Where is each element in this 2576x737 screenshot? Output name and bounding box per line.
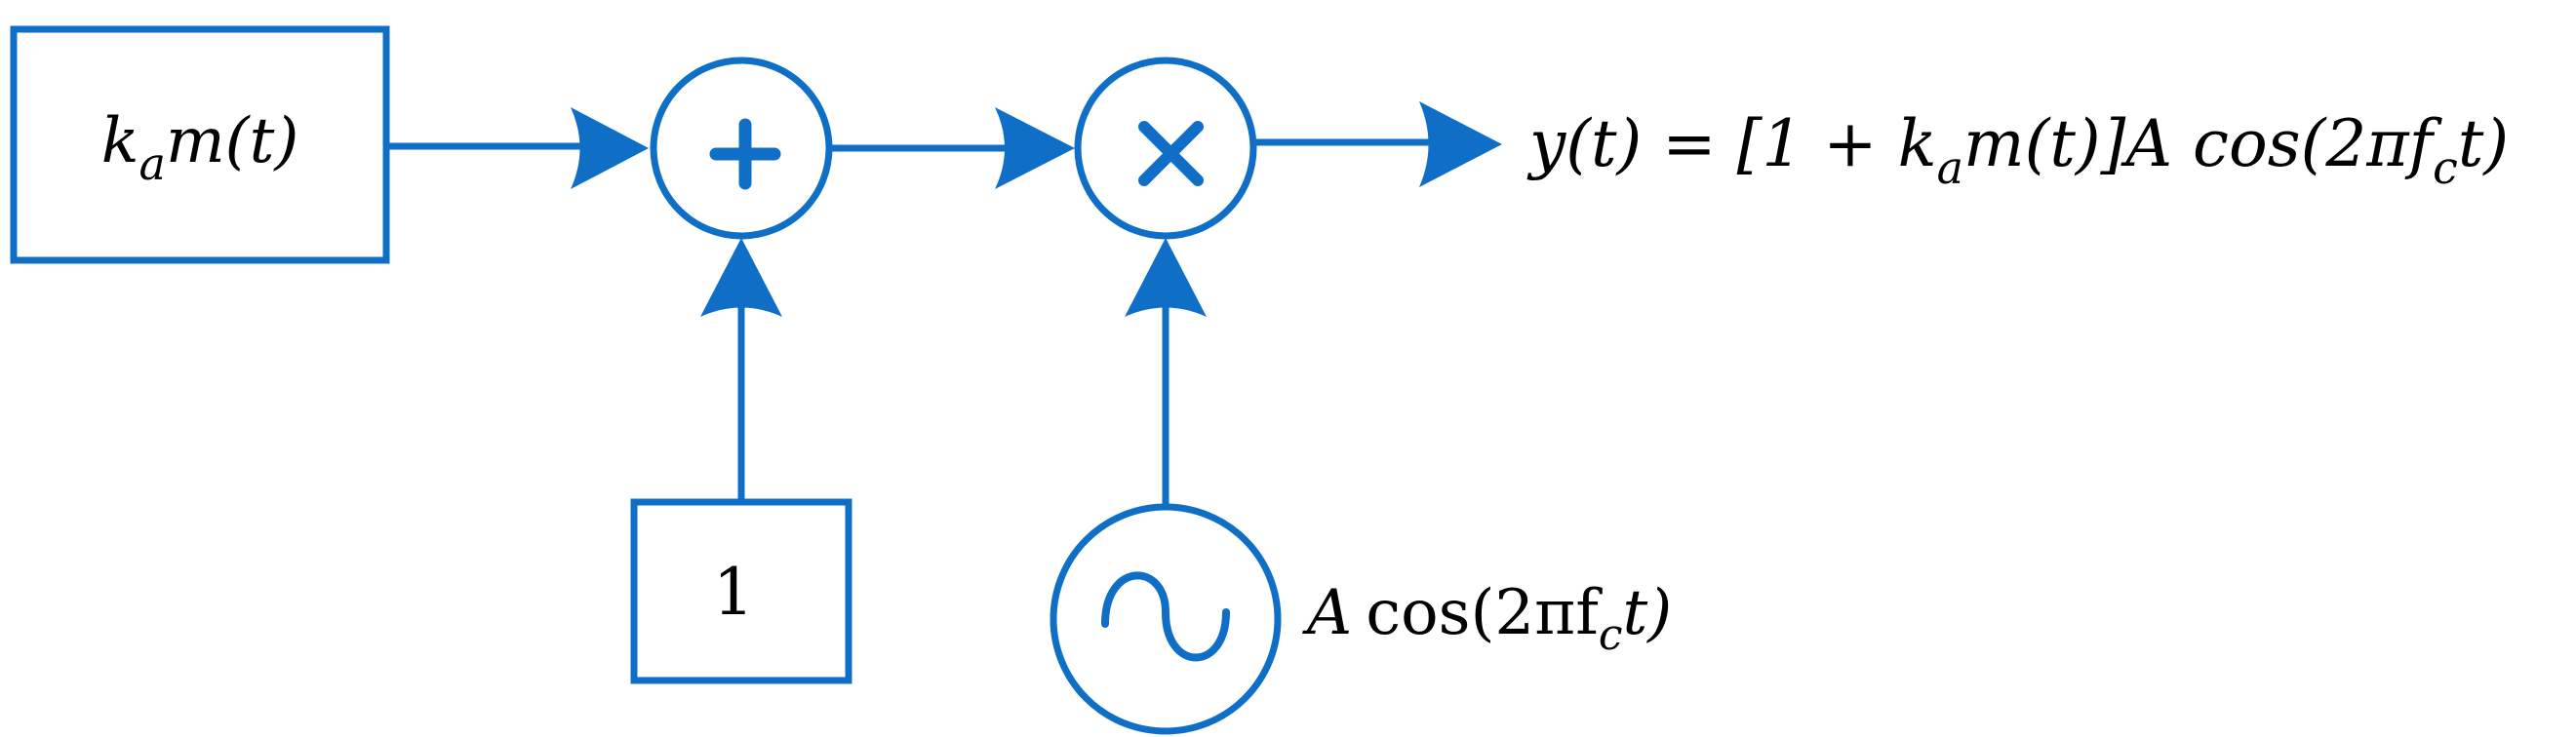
carrier-sub-c: c <box>1599 610 1623 660</box>
output-tail: t) <box>2458 106 2509 181</box>
input-to-adder-arrowhead <box>571 107 649 189</box>
plus-icon <box>709 118 781 190</box>
sine-wave-icon <box>1101 571 1230 662</box>
output-sub-c: c <box>2433 141 2458 194</box>
carrier-A: A <box>1302 577 1352 649</box>
output-head: y(t) = [1 + k <box>1526 106 1937 181</box>
multiplier-circle <box>1074 57 1257 240</box>
carrier-cos: cos(2πf <box>1366 577 1603 649</box>
input-m-of-t: m(t) <box>166 105 298 177</box>
output-expression: y(t) = [1 + kam(t)]A cos(2πfct) <box>1526 106 2509 194</box>
output-arrowhead <box>1419 101 1502 187</box>
output-mid: m(t)]A cos(2πf <box>1963 106 2443 181</box>
oscillator-to-multiplier-arrowhead <box>1125 238 1207 317</box>
carrier-tail: t) <box>1623 577 1673 649</box>
adder-to-multiplier-arrowhead <box>995 107 1075 189</box>
input-sub-a: a <box>139 137 166 190</box>
constant-to-adder-arrowhead <box>700 238 782 317</box>
input-k: k <box>101 105 139 177</box>
times-icon <box>1138 121 1204 186</box>
input-signal-label: kam(t) <box>101 105 299 190</box>
constant-value: 1 <box>713 555 754 630</box>
output-sub-a: a <box>1937 141 1963 194</box>
